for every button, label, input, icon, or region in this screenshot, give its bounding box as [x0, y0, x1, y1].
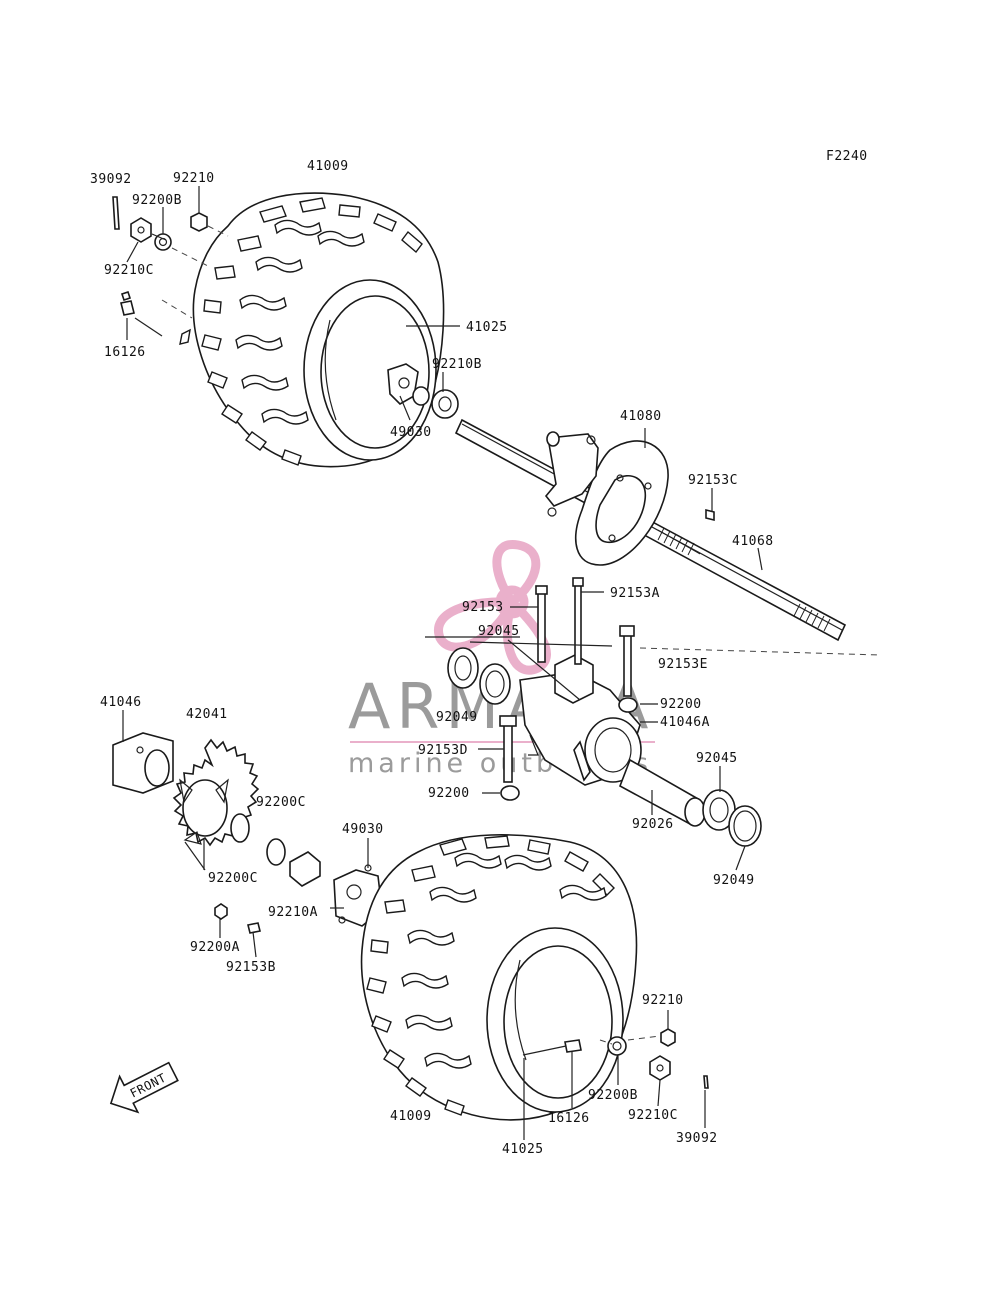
rear-axle [454, 418, 847, 642]
label-41025-bottom: 41025 [502, 1142, 544, 1157]
label-39092-top: 39092 [90, 172, 132, 187]
rim-top-inner [320, 295, 430, 449]
nut-top-icon [190, 212, 208, 232]
axle-shaft-icon [454, 418, 847, 642]
label-92200B-top: 92200B [132, 193, 182, 208]
nut-bottom-icon [660, 1028, 676, 1047]
label-92210C-top: 92210C [104, 263, 154, 278]
small-parts-bottom-right [522, 1028, 709, 1089]
label-41009-bottom: 41009 [390, 1109, 432, 1124]
label-16126-bottom: 16126 [548, 1111, 590, 1126]
label-41025-top: 41025 [466, 320, 508, 335]
cotter-pin-bottom-icon [703, 1075, 709, 1089]
label-41068: 41068 [732, 534, 774, 549]
label-92153D: 92153D [418, 743, 468, 758]
label-92153: 92153 [462, 600, 504, 615]
part-labels: F2240 39092 41009 92210 92200B 92210C 16… [90, 149, 868, 1157]
nut-bearing-top-icon [431, 389, 459, 419]
label-92153A: 92153A [610, 586, 660, 601]
stud-bolt-top-icon [120, 300, 135, 316]
washer-bottom-icon [607, 1036, 627, 1056]
propeller-logo-icon [434, 540, 551, 675]
bolt-92153A-icon [574, 583, 582, 665]
front-arrow: FRONT [109, 1061, 179, 1114]
figure-code: F2240 [826, 149, 868, 164]
sprocket-assembly [112, 732, 321, 934]
label-92026: 92026 [632, 817, 674, 832]
bolt-92153-icon [537, 589, 546, 663]
label-41080: 41080 [620, 409, 662, 424]
bolt-92153E-icon [623, 631, 632, 697]
tire-bottom-lugs [366, 835, 615, 1116]
castle-nut-top-icon [130, 217, 152, 243]
label-92210-top: 92210 [173, 171, 215, 186]
label-92045-top: 92045 [478, 624, 520, 639]
label-92049-mid: 92049 [436, 710, 478, 725]
label-41009-top: 41009 [307, 159, 349, 174]
label-92210-bottom: 92210 [642, 993, 684, 1008]
label-39092-bottom: 39092 [676, 1131, 718, 1146]
seal-92200C-b-icon [266, 838, 286, 866]
front-arrow-icon [109, 1061, 179, 1114]
tire-top-lugs [179, 197, 423, 466]
label-92153E: 92153E [658, 657, 708, 672]
label-92200C-b: 92200C [208, 871, 258, 886]
label-92210B: 92210B [432, 357, 482, 372]
tire-top [179, 192, 445, 468]
seal-92200C-a-icon [230, 813, 250, 843]
axle-housing [425, 577, 881, 847]
hub-top [387, 363, 459, 419]
seal-92045-top-icon [447, 647, 479, 689]
stud-bolt-bottom-icon [564, 1039, 582, 1053]
label-92200-right: 92200 [660, 697, 702, 712]
label-92200C-a: 92200C [256, 795, 306, 810]
label-16126-top: 16126 [104, 345, 146, 360]
cotter-pin-top-icon [112, 196, 120, 230]
label-92210A: 92210A [268, 905, 318, 920]
seal-92049-mid-icon [479, 663, 511, 705]
label-92049-right: 92049 [713, 873, 755, 888]
label-92153B: 92153B [226, 960, 276, 975]
castle-nut-bottom-icon [649, 1055, 671, 1081]
small-parts-top-left [112, 196, 229, 337]
bolt-92153D-icon [503, 719, 513, 783]
label-49030-top: 49030 [390, 425, 432, 440]
nut-large-icon [289, 851, 321, 887]
label-41046: 41046 [100, 695, 142, 710]
tire-bottom [360, 834, 638, 1121]
label-42041: 42041 [186, 707, 228, 722]
label-41046A: 41046A [660, 715, 710, 730]
leader-lines [122, 186, 763, 1140]
label-92200B-bottom: 92200B [588, 1088, 638, 1103]
label-92200A: 92200A [190, 940, 240, 955]
label-92153C: 92153C [688, 473, 738, 488]
label-92200-mid: 92200 [428, 786, 470, 801]
label-92045-right: 92045 [696, 751, 738, 766]
axle-flange-icon [544, 433, 599, 507]
rim-bottom-inner [503, 945, 613, 1099]
label-49030-bottom: 49030 [342, 822, 384, 837]
label-92210C-bottom: 92210C [628, 1108, 678, 1123]
